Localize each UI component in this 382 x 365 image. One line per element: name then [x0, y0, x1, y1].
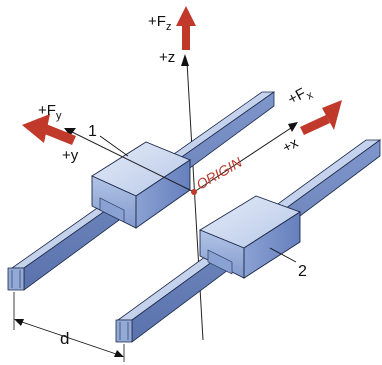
leader-line-2	[269, 247, 297, 263]
label-z-axis: +z	[159, 49, 175, 66]
label-y-axis: +y	[62, 147, 79, 164]
label-carriage-2: 2	[298, 263, 307, 280]
dimension-arrowhead-left	[14, 319, 24, 326]
y-axis-line	[67, 129, 195, 193]
label-fy: +Fy	[38, 102, 62, 122]
label-carriage-1: 1	[88, 123, 97, 140]
z-axis-line	[186, 61, 204, 341]
z-axis-arrowhead	[181, 54, 189, 66]
label-x-axis: +x	[280, 134, 301, 155]
force-fx-arrow	[300, 100, 342, 135]
y-axis-arrowhead	[64, 128, 76, 136]
origin-point	[191, 189, 197, 195]
label-fz: +Fz	[148, 13, 171, 33]
force-fy-arrow	[22, 114, 76, 145]
carriage-2	[199, 195, 302, 279]
x-axis-arrowhead	[288, 122, 298, 132]
x-axis-line	[193, 125, 295, 193]
force-fz-arrow	[176, 6, 196, 50]
carriage-1	[91, 141, 191, 229]
label-rail-distance: d	[60, 329, 69, 348]
label-fx: +Fx	[285, 82, 316, 111]
dimension-arrowhead-right	[114, 350, 124, 357]
dimension-line-d	[15, 319, 123, 357]
leader-line-1	[99, 135, 129, 157]
